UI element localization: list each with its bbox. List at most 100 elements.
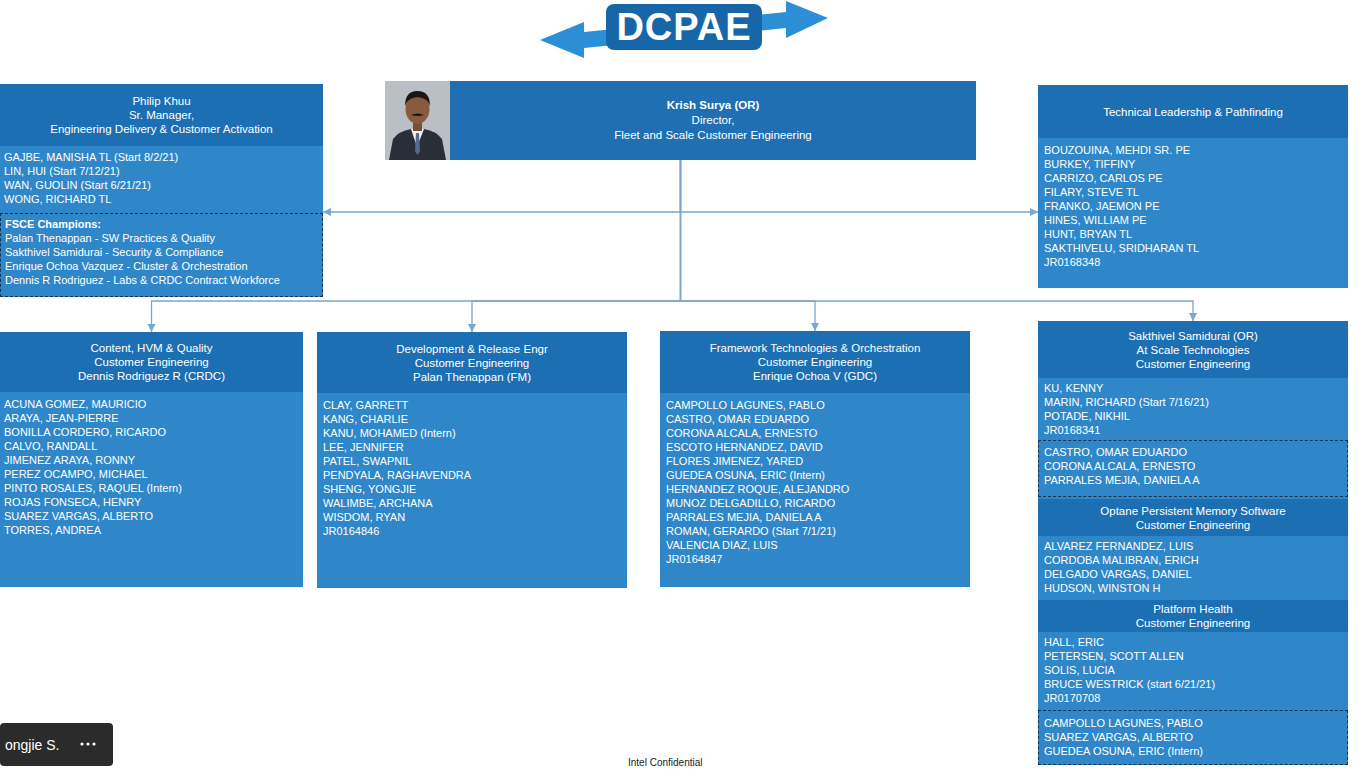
text-line: PARRALES MEJIA, DANIELA A xyxy=(666,510,822,524)
text-line: HUNT, BRYAN TL xyxy=(1044,227,1132,241)
dashed-group: CAMPOLLO LAGUNES, PABLOSUAREZ VARGAS, AL… xyxy=(1038,710,1348,765)
header-band: Platform HealthCustomer Engineering xyxy=(1038,600,1348,632)
text-line: Krish Surya (OR) xyxy=(667,98,760,113)
team-box: Content, HVM & QualityCustomer Engineeri… xyxy=(0,332,303,587)
team-box: Platform HealthCustomer EngineeringHALL,… xyxy=(1038,600,1348,709)
text-line: PARRALES MEJIA, DANIELA A xyxy=(1044,473,1200,487)
text-line: MUNOZ DELGADILLO, RICARDO xyxy=(666,496,835,510)
header-text: Sr. Manager, xyxy=(129,108,194,122)
text-line: HERNANDEZ ROQUE, ALEJANDRO xyxy=(666,482,849,496)
text-line: SAKTHIVELU, SRIDHARAN TL xyxy=(1044,241,1199,255)
dot xyxy=(80,742,83,745)
header-text: Development & Release Engr xyxy=(396,342,548,356)
dashed-group: CASTRO, OMAR EDUARDOCORONA ALCALA, ERNES… xyxy=(1038,440,1348,497)
text-line: GAJBE, MANISHA TL (Start 8/2/21) xyxy=(4,150,178,164)
text-line: KU, KENNY xyxy=(1044,381,1103,395)
text-line: GUEDEA OSUNA, ERIC (Intern) xyxy=(1044,744,1203,758)
text-line: GUEDEA OSUNA, ERIC (Intern) xyxy=(666,468,825,482)
text-line: JR0168348 xyxy=(1044,255,1100,269)
name-list: CASTRO, OMAR EDUARDOCORONA ALCALA, ERNES… xyxy=(1039,441,1347,487)
header-text: Customer Engineering xyxy=(94,355,208,369)
text-line: CARRIZO, CARLOS PE xyxy=(1044,171,1163,185)
text-line: CAMPOLLO LAGUNES, PABLO xyxy=(1044,716,1203,730)
photo-background xyxy=(385,81,450,160)
header-text: Platform Health xyxy=(1153,602,1232,616)
text-line: Director, xyxy=(692,113,735,128)
text-line: KANU, MOHAMED (Intern) xyxy=(323,426,456,440)
text-line: LEE, JENNIFER xyxy=(323,440,404,454)
name-list: FSCE Champions:Palan Thenappan - SW Prac… xyxy=(1,214,322,287)
text-line: VALENCIA DIAZ, LUIS xyxy=(666,538,778,552)
tie xyxy=(415,133,420,155)
header-text: At Scale Technologies xyxy=(1137,343,1250,357)
text-line: ARAYA, JEAN-PIERRE xyxy=(4,411,119,425)
text-line: SUAREZ VARGAS, ALBERTO xyxy=(4,509,153,523)
header-band: Technical Leadership & Pathfinding xyxy=(1038,85,1348,138)
text-line: Palan Thenappan - SW Practices & Quality xyxy=(5,231,215,245)
header-band: Philip KhuuSr. Manager,Engineering Deliv… xyxy=(0,84,323,146)
name-list: ALVAREZ FERNANDEZ, LUISCORDOBA MALIBRAN,… xyxy=(1038,536,1348,595)
name-list: HALL, ERICPETERSEN, SCOTT ALLENSOLIS, LU… xyxy=(1038,632,1348,705)
text-line: CASTRO, OMAR EDUARDO xyxy=(1044,445,1187,459)
name-list: GAJBE, MANISHA TL (Start 8/2/21)LIN, HUI… xyxy=(0,146,323,206)
text-line: Sakthivel Samidurai - Security & Complia… xyxy=(5,245,223,259)
text-line: WONG, RICHARD TL xyxy=(4,192,111,206)
title-text: DCPAE xyxy=(616,7,751,47)
text-line: Fleet and Scale Customer Engineering xyxy=(614,128,812,143)
header-band: Optane Persistent Memory SoftwareCustome… xyxy=(1038,499,1348,536)
text-line: FILARY, STEVE TL xyxy=(1044,185,1139,199)
text-line: SHENG, YONGJIE xyxy=(323,482,416,496)
header-text: Palan Thenappan (FM) xyxy=(413,370,531,384)
text-line: CASTRO, OMAR EDUARDO xyxy=(666,412,809,426)
text-line: CORONA ALCALA, ERNESTO xyxy=(1044,459,1195,473)
team-box: Development & Release EngrCustomer Engin… xyxy=(317,332,627,588)
text-line: FSCE Champions: xyxy=(5,217,101,231)
text-line: FRANKO, JAEMON PE xyxy=(1044,199,1160,213)
title-badge: DCPAE xyxy=(606,4,762,50)
dot xyxy=(92,742,95,745)
header-text: Engineering Delivery & Customer Activati… xyxy=(50,122,272,136)
text-line: JR0164846 xyxy=(323,524,379,538)
suit xyxy=(389,129,446,160)
header-text: Sakthivel Samidurai (OR) xyxy=(1128,329,1258,343)
text-line: HALL, ERIC xyxy=(1044,635,1104,649)
header-text: Framework Technologies & Orchestration xyxy=(710,341,921,355)
team-box: Sakthivel Samidurai (OR)At Scale Technol… xyxy=(1038,321,1348,765)
text-line: PINTO ROSALES, RAQUEL (Intern) xyxy=(4,481,182,495)
name-list: ongjie S. xyxy=(0,723,113,766)
text-line: JR0168341 xyxy=(1044,423,1100,437)
name-list: Krish Surya (OR)Director,Fleet and Scale… xyxy=(385,81,976,160)
text-line: CORONA ALCALA, ERNESTO xyxy=(666,426,817,440)
header-text: Philip Khuu xyxy=(132,94,190,108)
text-line: DELGADO VARGAS, DANIEL xyxy=(1044,567,1192,581)
name-list: CLAY, GARRETTKANG, CHARLIEKANU, MOHAMED … xyxy=(317,393,627,538)
text-line: WALIMBE, ARCHANA xyxy=(323,496,433,510)
name-list: KU, KENNYMARIN, RICHARD (Start 7/16/21)P… xyxy=(1038,378,1348,437)
footer-note: Intel Confidential xyxy=(628,757,703,768)
text-line: BURKEY, TIFFINY xyxy=(1044,157,1135,171)
dashed-group: FSCE Champions:Palan Thenappan - SW Prac… xyxy=(0,213,323,297)
text-line: BOUZOUINA, MEHDI SR. PE xyxy=(1044,143,1190,157)
text-line: SOLIS, LUCIA xyxy=(1044,663,1115,677)
menu-dots xyxy=(80,739,96,749)
text-line: JR0164847 xyxy=(666,552,722,566)
text-line: BRUCE WESTRICK (start 6/21/21) xyxy=(1044,677,1215,691)
header-text: Enrique Ochoa V (GDC) xyxy=(753,369,877,383)
participant-chip: ongjie S. xyxy=(0,723,113,766)
text-line: PEREZ OCAMPO, MICHAEL xyxy=(4,467,148,481)
text-line: PETERSEN, SCOTT ALLEN xyxy=(1044,649,1184,663)
header-text: Technical Leadership & Pathfinding xyxy=(1103,105,1283,119)
header-text: Content, HVM & Quality xyxy=(90,341,212,355)
reporting-line xyxy=(681,160,1039,212)
name-list: ACUNA GOMEZ, MAURICIOARAYA, JEAN-PIERREB… xyxy=(0,392,303,537)
text-line: ESCOTO HERNANDEZ, DAVID xyxy=(666,440,823,454)
header-text: Dennis Rodriguez R (CRDC) xyxy=(78,369,225,383)
reporting-line xyxy=(323,160,681,212)
text-line: ACUNA GOMEZ, MAURICIO xyxy=(4,397,146,411)
team-box: Technical Leadership & PathfindingBOUZOU… xyxy=(1038,85,1348,288)
header-text: Customer Engineering xyxy=(1136,518,1250,532)
text-line: CLAY, GARRETT xyxy=(323,398,408,412)
header-text: Optane Persistent Memory Software xyxy=(1100,504,1285,518)
header-text: Customer Engineering xyxy=(1136,616,1250,630)
header-band: Content, HVM & QualityCustomer Engineeri… xyxy=(0,332,303,392)
